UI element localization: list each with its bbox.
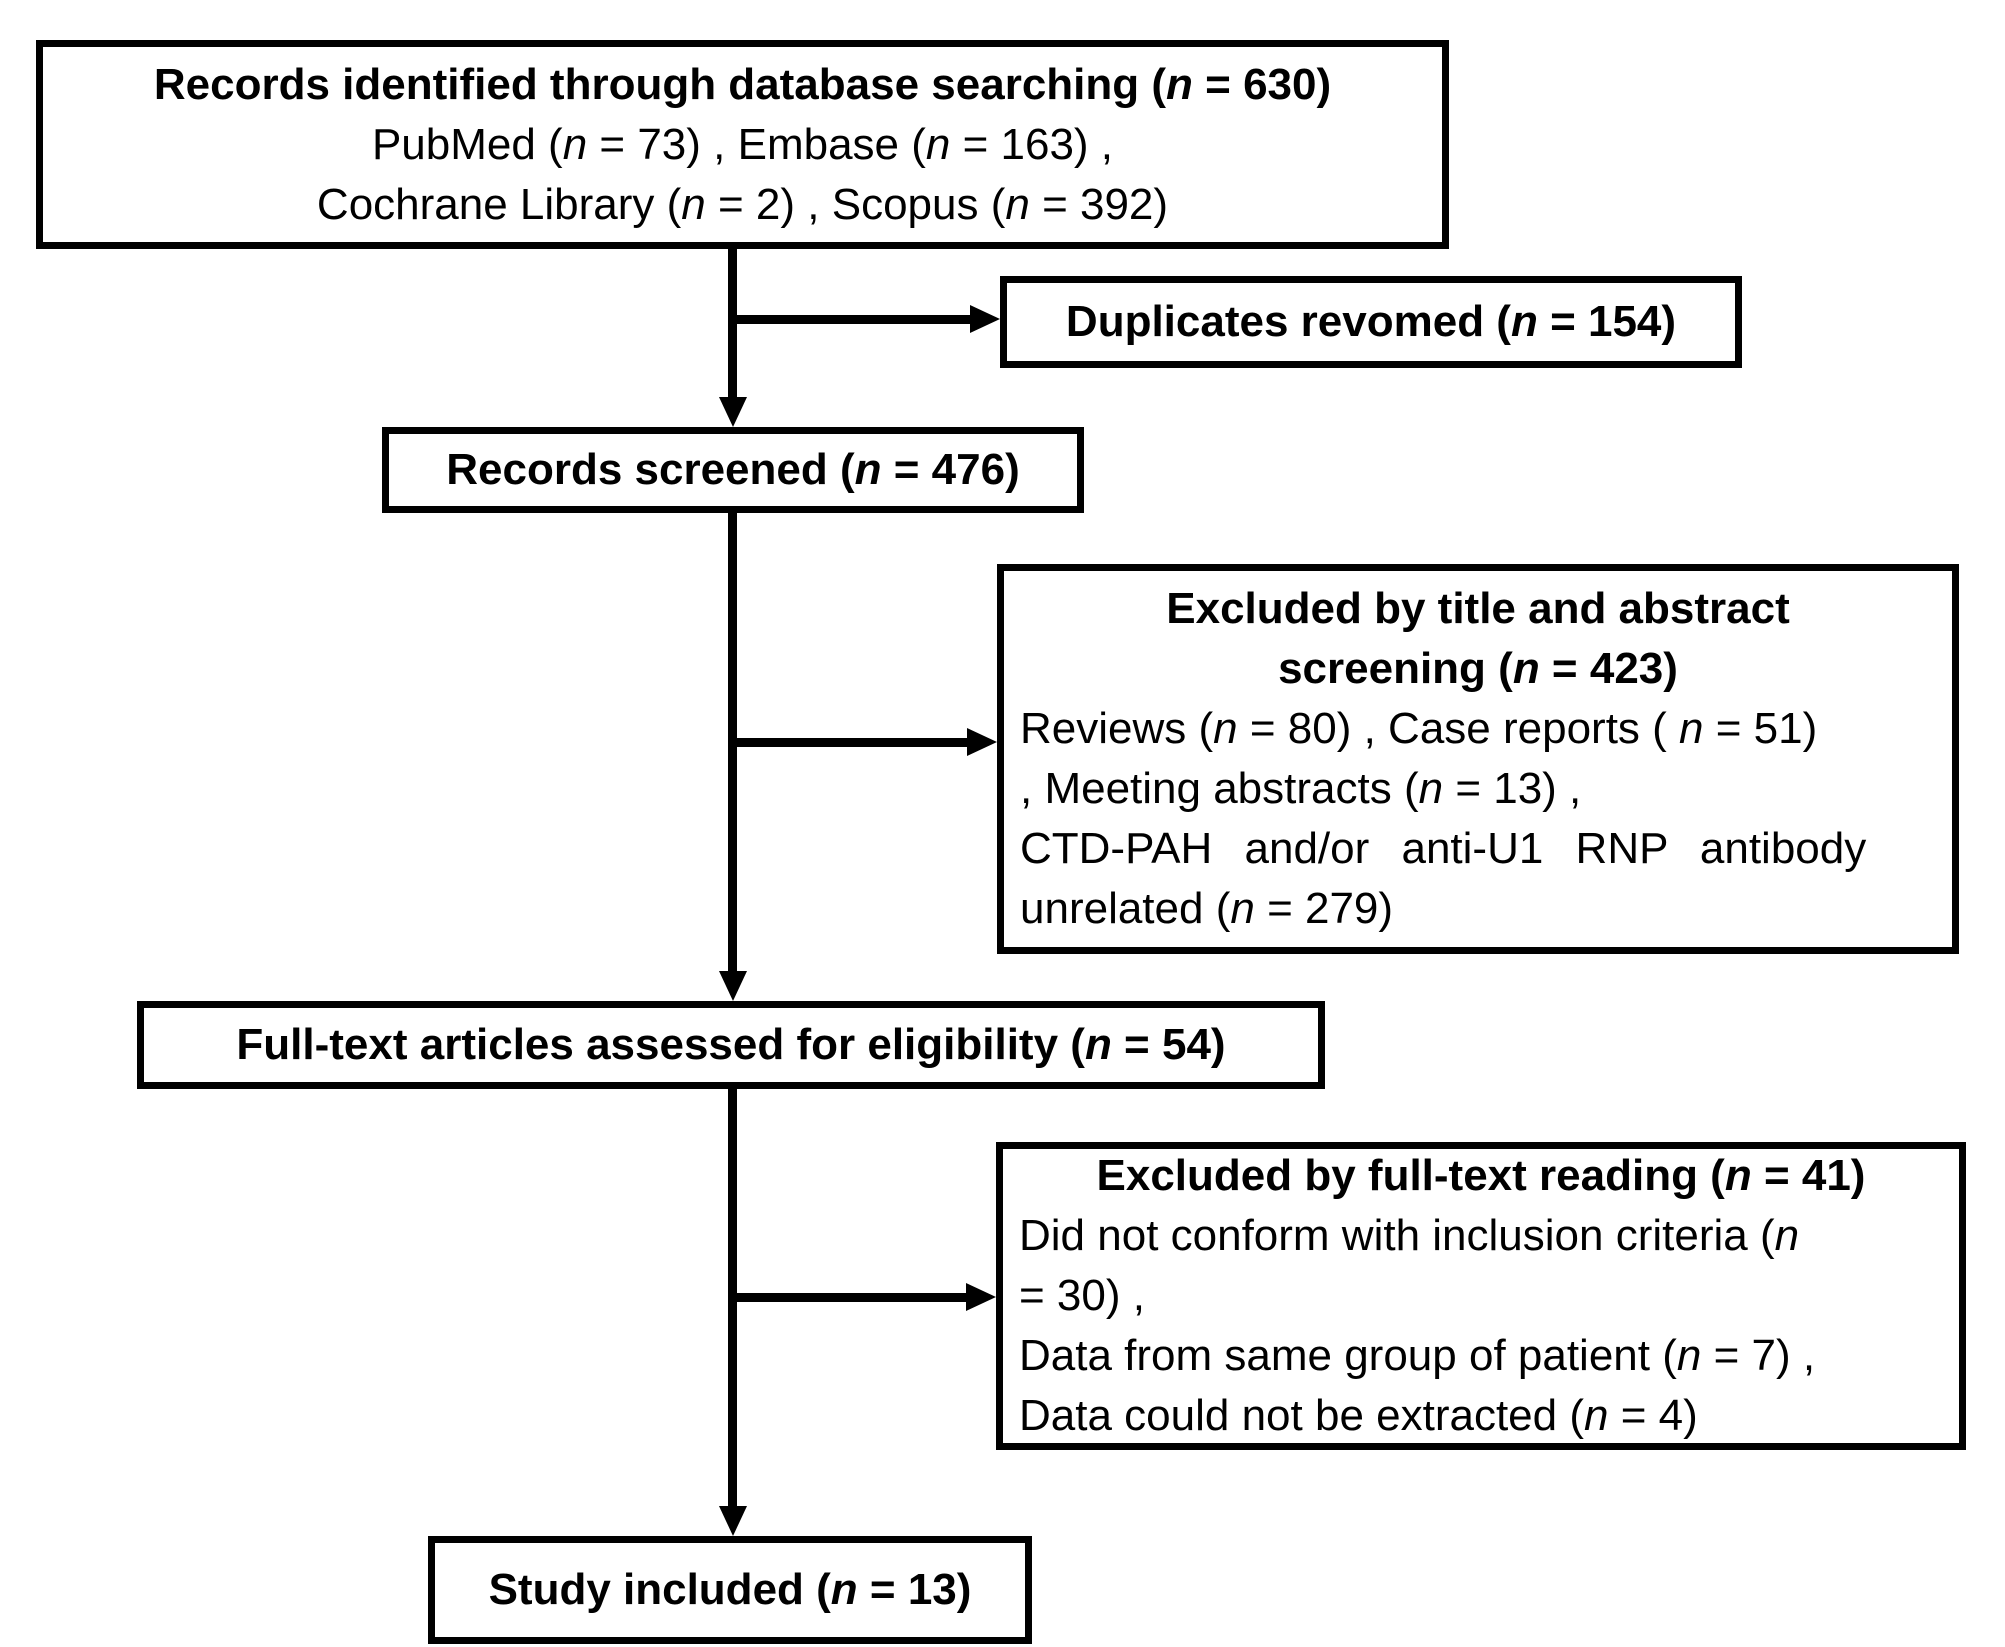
study-included-title: Study included (n = 13) [488,1565,972,1614]
excluded-fulltext-box: Excluded by full-text reading (n = 41) D… [996,1142,1966,1450]
excluded-screening-title-line1: Excluded by title and abstract [1166,584,1790,633]
right-arrowhead-icon [966,1283,996,1311]
excluded-fulltext-detail: Did not conform with inclusion criteria … [1019,1211,1800,1260]
connector-excluded-fulltext-branch-line [728,1293,968,1302]
excluded-fulltext-detail: Data could not be extracted (n = 4) [1019,1391,1698,1440]
records-screened-box: Records screened (n = 476) [382,427,1084,513]
excluded-screening-box: Excluded by title and abstract screening… [997,564,1959,954]
records-identified-title: Records identified through database sear… [153,59,1332,109]
right-arrowhead-icon [970,305,1000,333]
connector-identified-to-screened-line [728,249,737,399]
study-included-box: Study included (n = 13) [428,1536,1032,1644]
records-identified-sources-line1: PubMed (n = 73) , Embase (n = 163) , [371,119,1114,169]
excluded-fulltext-title: Excluded by full-text reading (n = 41) [1096,1151,1866,1200]
duplicates-removed-title: Duplicates revomed (n = 154) [1065,297,1677,346]
connector-duplicates-branch-line [728,315,972,324]
fulltext-assessed-box: Full-text articles assessed for eligibil… [137,1001,1325,1089]
right-arrowhead-icon [967,728,997,756]
excluded-fulltext-detail: = 30) , [1019,1271,1145,1320]
excluded-screening-detail: Reviews (n = 80) , Case reports ( n = 51… [1020,704,1818,753]
records-screened-title: Records screened (n = 476) [446,445,1020,494]
excluded-screening-detail: unrelated (n = 279) [1020,884,1394,933]
duplicates-removed-box: Duplicates revomed (n = 154) [1000,276,1742,368]
records-identified-sources-line2: Cochrane Library (n = 2) , Scopus (n = 3… [316,179,1169,229]
excluded-screening-title-line2: screening (n = 423) [1278,644,1678,693]
down-arrowhead-icon [719,1506,747,1536]
fulltext-assessed-title: Full-text articles assessed for eligibil… [236,1020,1226,1069]
excluded-screening-detail: CTD-PAH and/or anti-U1 RNP antibody [1020,824,1867,873]
excluded-screening-detail: , Meeting abstracts (n = 13) , [1020,764,1582,813]
excluded-fulltext-detail: Data from same group of patient (n = 7) … [1019,1331,1816,1380]
down-arrowhead-icon [719,397,747,427]
connector-excluded-screening-branch-line [728,738,972,747]
down-arrowhead-icon [719,971,747,1001]
records-identified-box: Records identified through database sear… [36,40,1449,249]
